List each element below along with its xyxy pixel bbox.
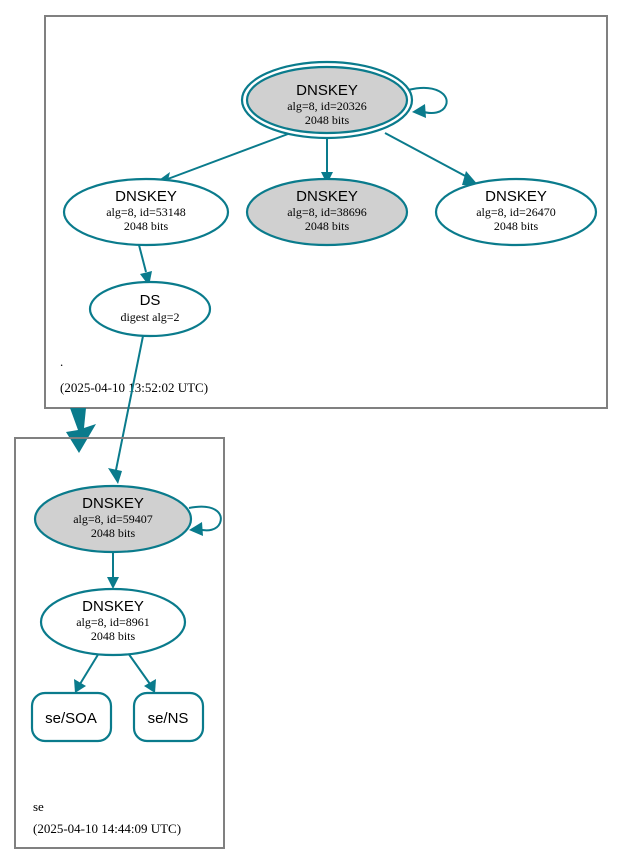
ds-se-digest: digest alg=2 xyxy=(120,310,179,324)
node-dnskey-20326[interactable]: DNSKEY alg=8, id=20326 2048 bits xyxy=(240,60,448,140)
se-ns-label: se/NS xyxy=(148,710,189,727)
dnskey-38696-title: DNSKEY xyxy=(296,188,358,205)
zone-cluster-se: DNSKEY alg=8, id=59407 2048 bits DNSKEY … xyxy=(14,437,225,849)
dnskey-59407-title: DNSKEY xyxy=(82,495,144,512)
node-rrset-se-ns[interactable]: se/NS xyxy=(132,691,205,743)
dnskey-59407-params: alg=8, id=59407 xyxy=(73,512,153,526)
dnskey-20326-ellipse xyxy=(245,65,409,135)
node-ds-se[interactable]: DS digest alg=2 xyxy=(88,280,212,338)
dnskey-59407-ellipse xyxy=(33,484,193,554)
dnskey-8961-title: DNSKEY xyxy=(82,598,144,615)
dnskey-26470-ellipse xyxy=(434,177,598,247)
self-signature-loop-20326 xyxy=(407,86,448,118)
node-rrset-se-soa[interactable]: se/SOA xyxy=(30,691,113,743)
edge-dnskey53148-to-ds xyxy=(138,244,152,286)
dnskey-38696-bits: 2048 bits xyxy=(305,219,350,233)
edge-dnskey20326-to-dnskey38696 xyxy=(321,138,333,184)
dnskey-38696-ellipse xyxy=(245,177,409,247)
node-dnskey-38696[interactable]: DNSKEY alg=8, id=38696 2048 bits xyxy=(245,177,409,247)
se-zone-box xyxy=(14,437,225,849)
se-zone-label: se xyxy=(33,799,44,814)
dnskey-38696-params: alg=8, id=38696 xyxy=(287,205,367,219)
edge-delegation-root-to-se xyxy=(66,408,96,453)
dnskey-26470-bits: 2048 bits xyxy=(494,219,539,233)
root-zone-box xyxy=(44,15,608,409)
dnskey-8961-ellipse xyxy=(39,587,187,657)
trust-anchor-outer-ring xyxy=(240,60,414,140)
dnskey-8961-bits: 2048 bits xyxy=(91,629,136,643)
ds-se-ellipse xyxy=(88,280,212,338)
node-dnskey-53148[interactable]: DNSKEY alg=8, id=53148 2048 bits xyxy=(62,177,230,247)
node-dnskey-26470[interactable]: DNSKEY alg=8, id=26470 2048 bits xyxy=(434,177,598,247)
dnskey-8961-params: alg=8, id=8961 xyxy=(76,615,150,629)
dnskey-20326-bits: 2048 bits xyxy=(305,113,350,127)
node-dnskey-8961[interactable]: DNSKEY alg=8, id=8961 2048 bits xyxy=(39,587,187,657)
dnskey-53148-ellipse xyxy=(62,177,230,247)
ds-se-title: DS xyxy=(140,292,161,309)
edge-dnskey59407-to-dnskey8961 xyxy=(107,552,119,589)
root-zone-timestamp: (2025-04-10 13:52:02 UTC) xyxy=(60,380,208,395)
dnskey-53148-params: alg=8, id=53148 xyxy=(106,205,186,219)
root-zone-label: . xyxy=(60,354,63,369)
node-dnskey-59407[interactable]: DNSKEY alg=8, id=59407 2048 bits xyxy=(33,484,222,554)
dnskey-53148-bits: 2048 bits xyxy=(124,219,169,233)
se-soa-label: se/SOA xyxy=(45,710,97,727)
edge-ds-to-dnskey59407 xyxy=(108,335,144,484)
edge-dnskey20326-to-dnskey26470 xyxy=(384,132,479,186)
dnskey-26470-params: alg=8, id=26470 xyxy=(476,205,556,219)
zone-cluster-root: DNSKEY alg=8, id=20326 2048 bits DNSKEY … xyxy=(44,15,608,409)
dnskey-53148-title: DNSKEY xyxy=(115,188,177,205)
edge-dnskey8961-to-se-soa xyxy=(74,652,100,693)
dnskey-59407-bits: 2048 bits xyxy=(91,526,136,540)
se-soa-rect xyxy=(30,691,113,743)
edge-dnskey8961-to-se-ns xyxy=(127,652,156,693)
dnskey-20326-title: DNSKEY xyxy=(296,82,358,99)
self-signature-loop-59407 xyxy=(188,505,222,536)
dnskey-26470-title: DNSKEY xyxy=(485,188,547,205)
se-ns-rect xyxy=(132,691,205,743)
dnskey-20326-params: alg=8, id=20326 xyxy=(287,99,367,113)
se-zone-timestamp: (2025-04-10 14:44:09 UTC) xyxy=(33,821,181,836)
